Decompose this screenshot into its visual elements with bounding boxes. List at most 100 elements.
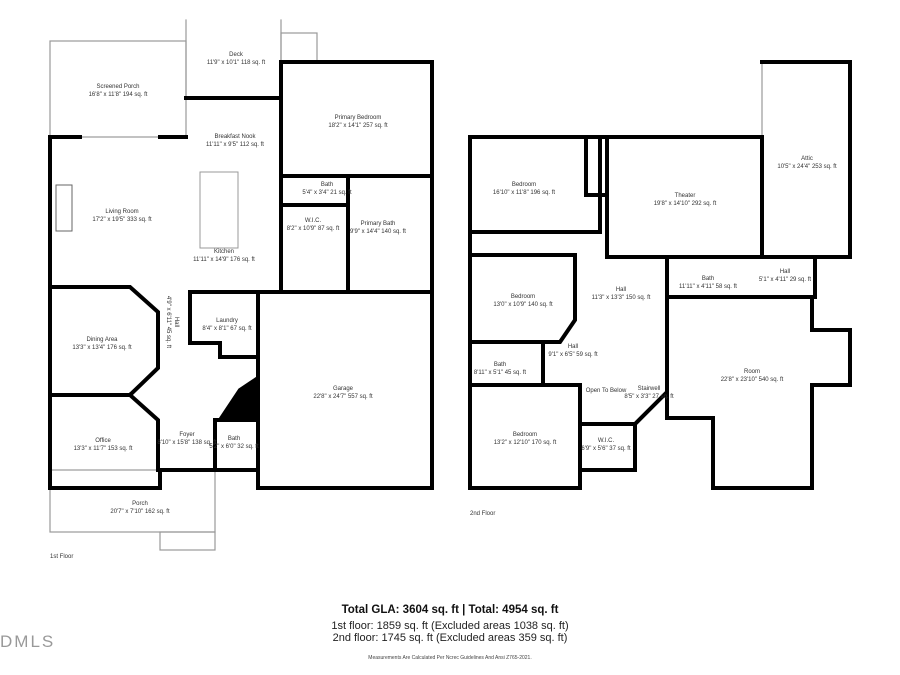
room-name: Bedroom xyxy=(512,432,538,438)
room-wic: W.I.C. 8'2" x 10'9" 87 sq. ft xyxy=(287,217,340,233)
room-hall-small: Hall 9'1" x 6'5" 59 sq. ft xyxy=(548,343,597,359)
room-name: Bath xyxy=(320,182,334,188)
room-hall-upper: Hall 5'1" x 4'11" 29 sq. ft xyxy=(759,268,811,284)
room-office: Office 13'3" x 11'7" 153 sq. ft xyxy=(74,437,133,453)
room-dims: 22'8" x 24'7" 557 sq. ft xyxy=(313,394,373,400)
room-dims: 11'3" x 13'3" 150 sq. ft xyxy=(591,295,651,301)
room-dims: 20'7" x 7'10" 162 sq. ft xyxy=(110,509,170,515)
room-name: Primary Bath xyxy=(360,221,396,227)
room-name: Bath xyxy=(493,362,507,368)
room-bath-2: Bath 5'2" x 6'0" 32 sq. ft xyxy=(209,435,258,451)
room-dims: 10'5" x 24'4" 253 sq. ft xyxy=(777,164,837,170)
second-floor-label: 2nd Floor xyxy=(470,511,496,517)
room-bonus: Room 22'8" x 23'10" 540 sq. ft xyxy=(721,368,784,384)
room-foyer: Foyer 8'10" x 15'8" 138 sq. ft xyxy=(157,431,216,447)
room-dims: 11'9" x 10'1" 118 sq. ft xyxy=(206,60,266,66)
room-dims: 6'9" x 5'6" 37 sq. ft xyxy=(581,446,631,452)
room-dims: 9'1" x 6'5" 59 sq. ft xyxy=(548,352,598,358)
room-name: Theater xyxy=(674,193,696,199)
room-name: Dining Area xyxy=(86,337,118,343)
room-dims: 5'1" x 4'11" 29 sq. ft xyxy=(758,277,812,283)
room-dims: 13'3" x 13'4" 176 sq. ft xyxy=(72,345,132,351)
room-dims: 18'2" x 14'1" 257 sq. ft xyxy=(328,123,388,129)
total-area: Total GLA: 3604 sq. ft | Total: 4954 sq.… xyxy=(341,604,559,616)
room-open-to-below: Open To Below xyxy=(586,387,627,395)
room-name: Hall xyxy=(173,316,179,328)
room-name: Stairwell xyxy=(637,386,661,392)
room-dims: 11'11" x 9'5" 112 sq. ft xyxy=(206,142,264,148)
room-dims: 16'8" x 11'8" 194 sq. ft xyxy=(88,92,148,98)
room-deck: Deck 11'9" x 10'1" 118 sq. ft xyxy=(207,51,265,67)
room-name: Living Room xyxy=(105,209,139,215)
room-name: Foyer xyxy=(179,432,195,438)
dmls-logo: DMLS xyxy=(0,632,56,651)
room-wic-upper: W.I.C. 6'9" x 5'6" 37 sq. ft xyxy=(581,437,630,453)
room-dims: 8'5" x 3'3" 27 sq. ft xyxy=(624,394,674,400)
room-name: Bedroom xyxy=(510,294,536,300)
measurement-note: Measurements Are Calculated Per Ncrec Gu… xyxy=(368,655,532,661)
room-dims: 4'9" x 6'11" 45 sq. ft xyxy=(165,295,171,349)
room-dims: 13'3" x 11'7" 153 sq. ft xyxy=(73,446,133,452)
room-dims: 8'4" x 8'1" 67 sq. ft xyxy=(202,326,252,332)
room-garage: Garage 22'8" x 24'7" 557 sq. ft xyxy=(313,385,372,401)
room-name: Deck xyxy=(229,52,243,58)
room-name: Hall xyxy=(567,344,579,350)
room-bath: Bath 5'4" x 3'4" 21 sq. ft xyxy=(302,181,351,197)
room-dims: 11'11" x 4'11" 58 sq. ft xyxy=(679,284,737,290)
room-dims: 11'11" x 14'9" 176 sq. ft xyxy=(193,257,255,263)
room-dining-area: Dining Area 13'3" x 13'4" 176 sq. ft xyxy=(72,336,131,352)
room-name: Attic xyxy=(801,156,813,162)
room-dims: 16'10" x 11'8" 196 sq. ft xyxy=(492,190,556,196)
room-dims: 13'2" x 12'10" 170 sq. ft xyxy=(493,440,557,446)
room-name: Hall xyxy=(615,287,627,293)
room-dims: 17'2" x 19'5" 333 sq. ft xyxy=(92,217,152,223)
first-floor-label: 1st Floor xyxy=(50,554,74,560)
room-name: Screened Porch xyxy=(96,84,140,90)
room-name: Breakfast Nook xyxy=(214,134,256,140)
room-dims: 22'8" x 23'10" 540 sq. ft xyxy=(720,377,784,383)
room-hall-main: Hall 11'3" x 13'3" 150 sq. ft xyxy=(592,286,651,302)
room-theater: Theater 19'8" x 14'10" 292 sq. ft xyxy=(654,192,717,208)
first-floor-area: 1st floor: 1859 sq. ft (Excluded areas 1… xyxy=(331,620,569,632)
room-name: Porch xyxy=(132,501,148,507)
room-bedroom-1: Bedroom 16'10" x 11'8" 196 sq. ft xyxy=(493,181,555,197)
room-laundry: Laundry 8'4" x 8'1" 67 sq. ft xyxy=(202,317,251,333)
room-name: Room xyxy=(743,369,760,375)
room-name: Primary Bedroom xyxy=(334,115,382,121)
room-name: Bath xyxy=(227,436,241,442)
room-stairwell: Stairwell 8'5" x 3'3" 27 sq. ft xyxy=(624,385,673,401)
room-bath-upper: Bath 11'11" x 4'11" 58 sq. ft xyxy=(679,275,737,291)
room-dims: 13'0" x 10'9" 140 sq. ft xyxy=(493,302,553,308)
room-name: Office xyxy=(95,438,111,444)
room-kitchen: Kitchen 11'11" x 14'9" 176 sq. ft xyxy=(193,248,255,264)
first-floor-walls xyxy=(48,19,434,551)
second-floor-area: 2nd floor: 1745 sq. ft (Excluded areas 3… xyxy=(332,632,568,644)
room-name: Bedroom xyxy=(511,182,537,188)
room-name: Hall xyxy=(779,269,791,275)
room-name: W.I.C. xyxy=(304,218,322,224)
room-bedroom-3: Bedroom 13'2" x 12'10" 170 sq. ft xyxy=(494,431,557,447)
room-attic: Attic 10'5" x 24'4" 253 sq. ft xyxy=(777,155,836,171)
room-dims: 5'2" x 6'0" 32 sq. ft xyxy=(209,444,259,450)
room-name: Kitchen xyxy=(213,249,235,255)
room-breakfast-nook: Breakfast Nook 11'11" x 9'5" 112 sq. ft xyxy=(206,133,264,149)
room-primary-bath: Primary Bath 9'9" x 14'4" 140 sq. ft xyxy=(350,220,406,236)
second-floor-walls xyxy=(468,60,852,490)
room-name: Open To Below xyxy=(585,388,627,394)
room-living-room: Living Room 17'2" x 19'5" 333 sq. ft xyxy=(92,208,151,224)
room-bedroom-2: Bedroom 13'0" x 10'9" 140 sq. ft xyxy=(493,293,552,309)
room-name: Bath xyxy=(701,276,715,282)
room-name: Garage xyxy=(332,386,354,392)
room-dims: 8'10" x 15'8" 138 sq. ft xyxy=(157,440,217,446)
room-name: W.I.C. xyxy=(597,438,615,444)
room-dims: 9'9" x 14'4" 140 sq. ft xyxy=(350,229,406,235)
room-name: Laundry xyxy=(216,318,238,324)
room-screened-porch: Screened Porch 16'8" x 11'8" 194 sq. ft xyxy=(89,83,148,99)
room-dims: 5'4" x 3'4" 21 sq. ft xyxy=(302,190,352,196)
room-dims: 19'8" x 14'10" 292 sq. ft xyxy=(653,201,717,207)
room-primary-bedroom: Primary Bedroom 18'2" x 14'1" 257 sq. ft xyxy=(328,114,387,130)
room-porch: Porch 20'7" x 7'10" 162 sq. ft xyxy=(110,500,169,516)
room-dims: 8'2" x 10'9" 87 sq. ft xyxy=(286,226,340,232)
